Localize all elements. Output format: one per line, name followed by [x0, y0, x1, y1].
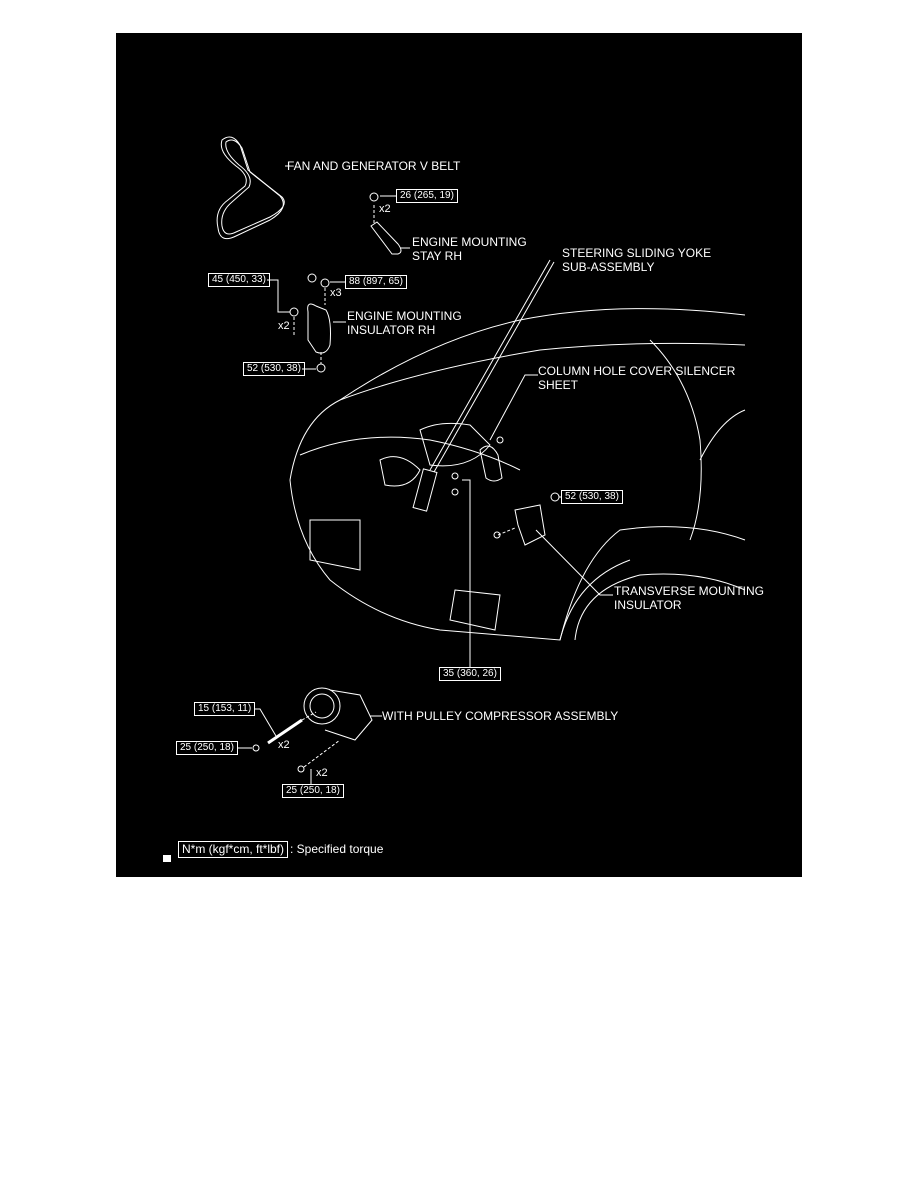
label-insulator-rh-line2: INSULATOR RH [347, 323, 436, 337]
label-engine-mounting-stay-line1: ENGINE MOUNTING [412, 235, 527, 249]
label-transverse-line2: INSULATOR [614, 598, 682, 612]
torque-transverse-nut: 52 (530, 38) [561, 490, 623, 504]
label-steering-yoke-line2: SUB-ASSEMBLY [562, 260, 655, 274]
steering-yoke-drawing [412, 259, 555, 667]
label-steering-yoke-line1: STEERING SLIDING YOKE [562, 246, 712, 260]
silencer-sheet-drawing [479, 374, 538, 482]
label-silencer-line2: SHEET [538, 378, 579, 392]
qty-stay-bolt: x2 [379, 203, 391, 215]
qty-compressor-stud: x2 [278, 739, 290, 751]
label-fan-generator-v-belt: FAN AND GENERATOR V BELT [287, 159, 461, 173]
torque-compressor-nut: 25 (250, 18) [176, 741, 238, 755]
diagram-panel [116, 33, 802, 877]
vehicle-outline [289, 308, 746, 641]
compressor-drawing [237, 687, 382, 784]
legend-description: : Specified torque [290, 842, 384, 856]
qty-insulator-bolt-b: x3 [330, 287, 342, 299]
torque-yoke-bolt: 35 (360, 26) [439, 667, 501, 681]
label-silencer-line1: COLUMN HOLE COVER SILENCER [538, 364, 736, 378]
torque-stay-bolt: 26 (265, 19) [396, 189, 458, 203]
transverse-insulator-drawing [493, 492, 613, 596]
legend-unit-box: N*m (kgf*cm, ft*lbf) [178, 841, 289, 858]
insulator-rh-drawing [267, 273, 346, 373]
torque-insulator-bolt-a: 45 (450, 33) [208, 273, 270, 287]
torque-insulator-nut: 52 (530, 38) [243, 362, 305, 376]
torque-compressor-stud: 15 (153, 11) [194, 702, 256, 716]
stay-bracket-drawing [369, 192, 410, 255]
qty-insulator-bolt-a: x2 [278, 320, 290, 332]
torque-insulator-bolt-b: 88 (897, 65) [345, 275, 407, 289]
qty-compressor-bolt: x2 [316, 767, 328, 779]
label-insulator-rh-line1: ENGINE MOUNTING [347, 309, 462, 323]
label-engine-mounting-stay-line2: STAY RH [412, 249, 463, 263]
legend-icon [163, 855, 171, 862]
label-transverse-line1: TRANSVERSE MOUNTING [614, 584, 765, 598]
torque-compressor-bolt: 25 (250, 18) [282, 784, 344, 798]
v-belt-drawing [216, 136, 290, 240]
label-compressor: WITH PULLEY COMPRESSOR ASSEMBLY [382, 709, 619, 723]
